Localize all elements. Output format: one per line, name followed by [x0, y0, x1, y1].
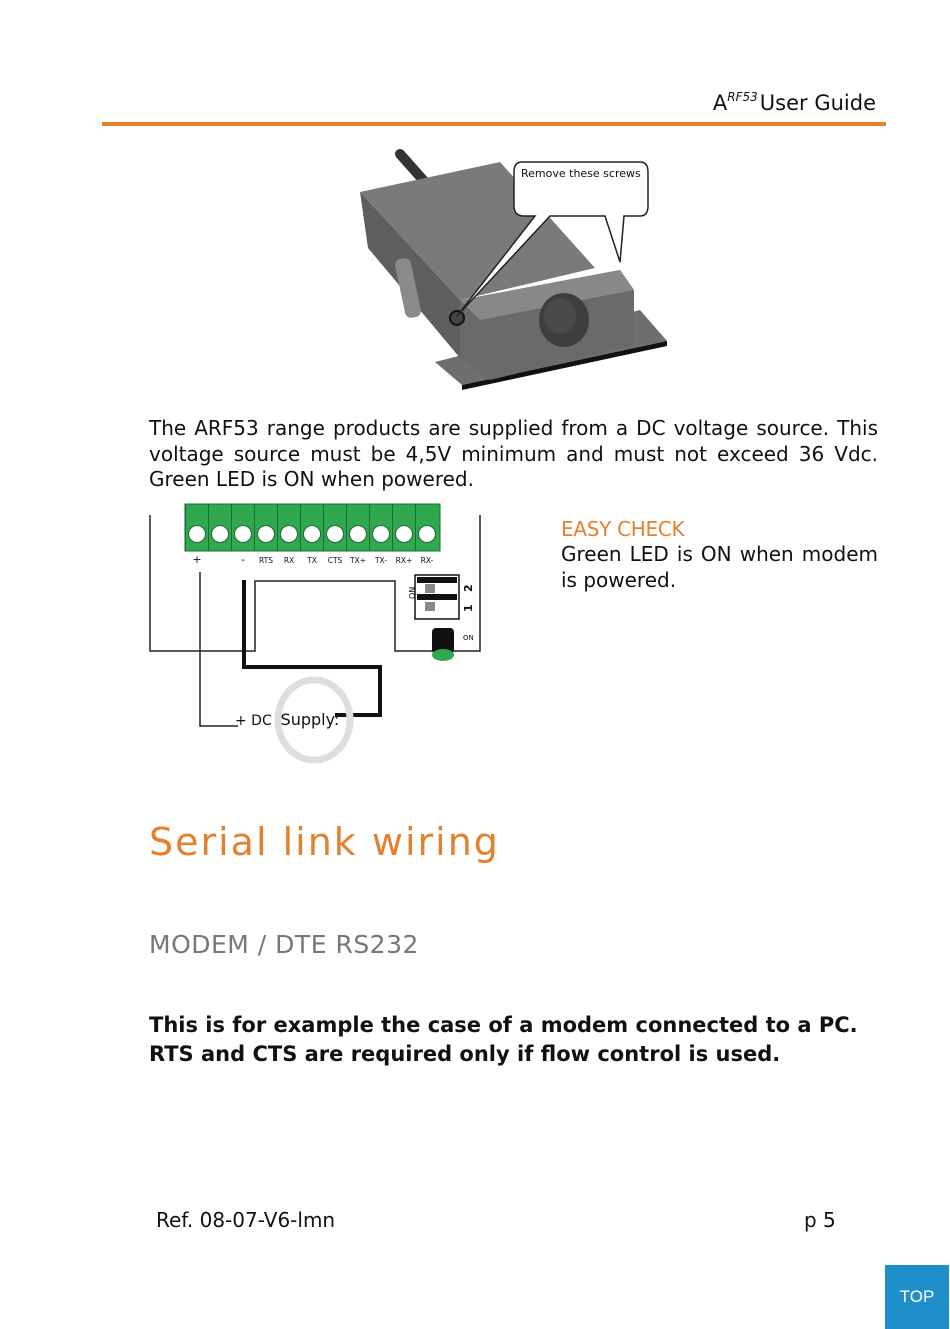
supply-label: Supply:	[281, 710, 340, 729]
terminal-screw	[257, 525, 275, 543]
terminal-screw	[349, 525, 367, 543]
enclosure-outline	[149, 515, 481, 652]
supply-prefix: + DC	[235, 713, 272, 729]
header-title-suffix: User Guide	[759, 91, 876, 115]
terminal-screw	[418, 525, 436, 543]
dip-switch-number-2: 2	[462, 584, 475, 592]
page-number: p 5	[804, 1208, 836, 1232]
status-led: ON	[432, 628, 474, 661]
terminal-label: RX-	[421, 556, 434, 565]
device-illustration: Remove these screws	[360, 149, 667, 390]
dip-switch-number-1: 1	[462, 604, 475, 612]
terminal-screw	[326, 525, 344, 543]
terminal-screw	[188, 525, 206, 543]
terminal-screw	[395, 525, 413, 543]
easy-check-title: EASY CHECK	[561, 517, 685, 541]
header-title: ARF53User Guide	[713, 90, 876, 115]
terminal-screw	[372, 525, 390, 543]
terminal-label: RTS	[259, 556, 273, 565]
terminal-label: TX	[306, 556, 317, 565]
header-title-prefix: A	[712, 91, 728, 115]
dip-switch: ON 2 1	[408, 574, 475, 620]
supply-coil	[274, 676, 354, 764]
wire-positive	[199, 572, 238, 727]
wiring-diagram: + - RTS RX TX CTS TX+ TX- RX+ RX- ON 2 1 ON + DC …	[149, 503, 481, 764]
serial-paragraph: This is for example the case of a modem …	[149, 1013, 858, 1066]
terminal-screw	[234, 525, 252, 543]
terminal-screw	[211, 525, 229, 543]
terminal-block: + - RTS RX TX CTS TX+ TX- RX+ RX-	[184, 503, 441, 566]
callout-bubble	[456, 161, 649, 317]
terminal-label: TX+	[349, 556, 366, 565]
subsection-title: MODEM / DTE RS232	[149, 930, 419, 959]
section-title: Serial link wiring	[149, 820, 500, 864]
terminal-label: -	[241, 553, 245, 566]
footer-reference: Ref. 08-07-V6-lmn	[156, 1208, 336, 1232]
intro-paragraph: The ARF53 range products are supplied fr…	[149, 416, 878, 491]
terminal-label: +	[192, 553, 201, 566]
wire-negative	[242, 580, 382, 717]
header-title-superscript: RF53	[727, 90, 758, 104]
housing-body	[360, 162, 595, 300]
easy-check-body: Green LED is ON when modem is powered.	[561, 542, 878, 592]
screw	[449, 310, 465, 326]
terminal-label: CTS	[328, 556, 343, 565]
dip-switch-on-label: ON	[408, 587, 417, 599]
back-to-top-button[interactable]: TOP	[885, 1265, 949, 1329]
terminal-screw	[280, 525, 298, 543]
terminal-label: RX	[284, 556, 294, 565]
terminal-label: TX-	[374, 556, 387, 565]
header-rule	[102, 122, 886, 126]
svg-text:+ DC Supply:: + DC Supply:	[235, 710, 339, 729]
terminal-screw	[303, 525, 321, 543]
led-on-label: ON	[463, 634, 474, 642]
terminal-label: RX+	[396, 556, 413, 565]
callout-text: Remove these screws	[521, 167, 641, 180]
